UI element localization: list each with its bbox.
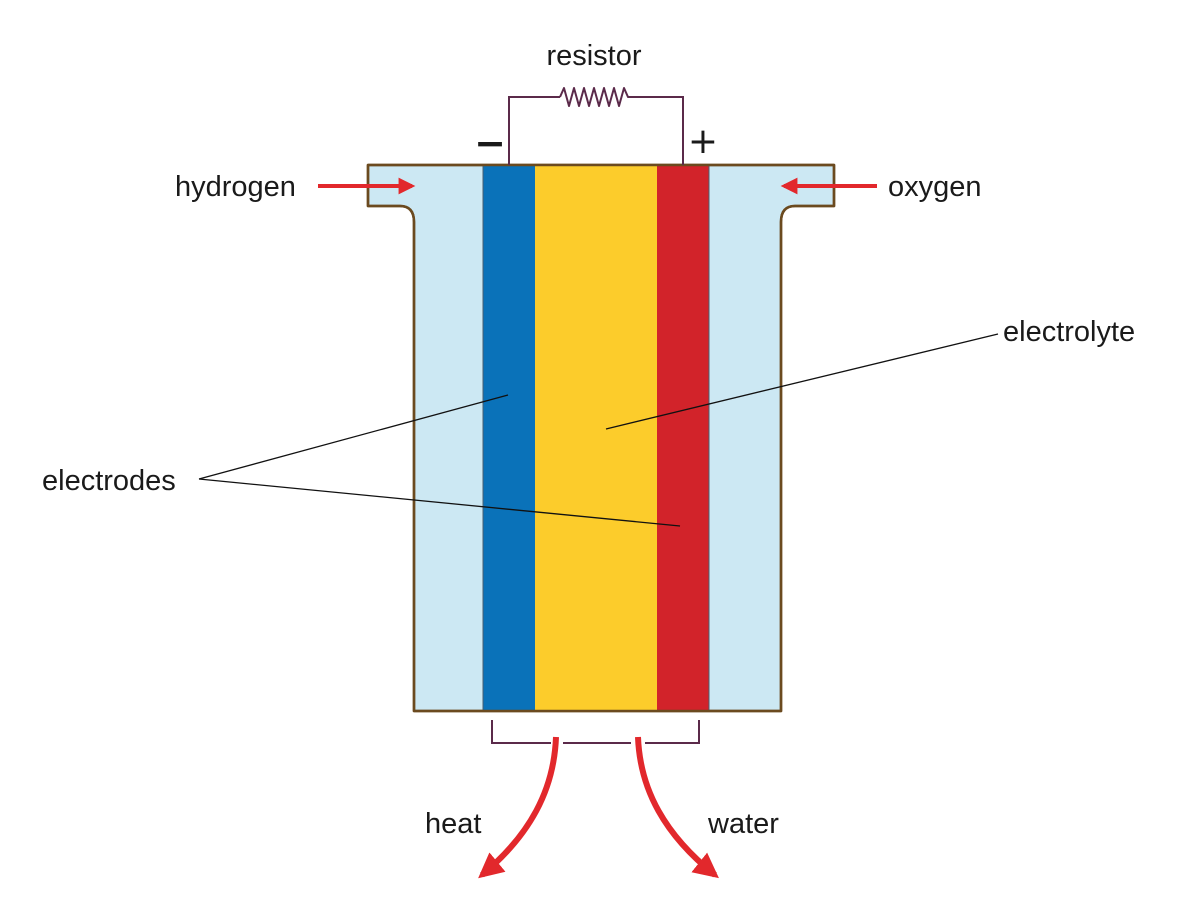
electrolyte-label: electrolyte [1003,316,1135,348]
water-outlet-arrow [635,736,719,879]
electrolyte-layer [535,166,657,710]
electrodes-leader-line-cathode [198,478,681,527]
water-label: water [707,808,779,840]
circuit-wire [508,96,684,165]
anode-electrode [483,166,535,710]
hydrogen-label: hydrogen [175,171,296,203]
electrolyte-leader-line [605,333,999,430]
heat-outlet-arrow [478,736,559,879]
electrodes-label: electrodes [42,465,176,497]
oxygen-label: oxygen [888,171,982,203]
cathode-electrode [657,166,709,710]
resistor-icon [559,87,631,107]
outlet-bracket [491,720,700,744]
resistor-label: resistor [546,40,641,72]
heat-label: heat [425,808,481,840]
positive-terminal-sign: + [688,121,718,162]
negative-terminal-sign: − [474,121,506,165]
electrodes-leader-line-anode [198,394,509,480]
cell-outline [366,163,836,713]
